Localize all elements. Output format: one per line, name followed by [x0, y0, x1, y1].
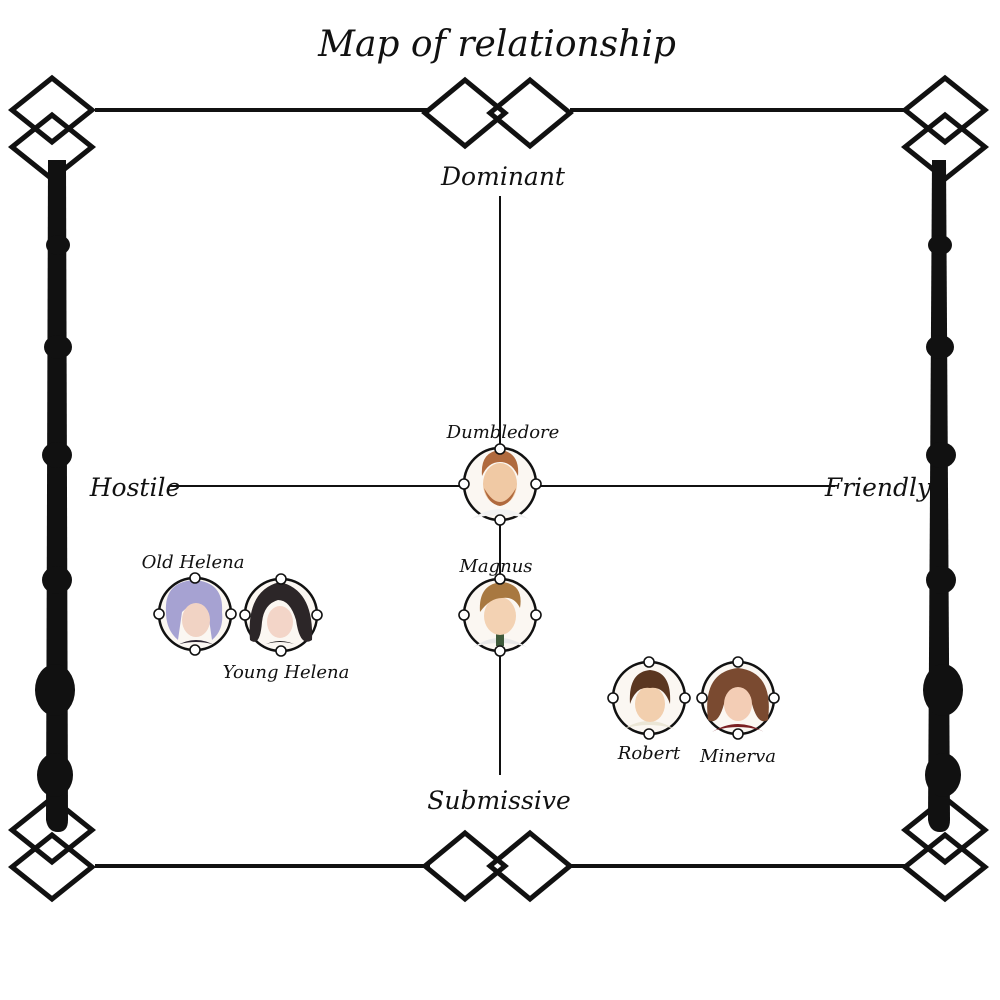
right-wand — [923, 160, 963, 832]
frame-rails — [95, 108, 905, 868]
ornament-diamond-bl-1 — [7, 794, 97, 866]
axis-label-hostile: Hostile — [89, 473, 181, 502]
map-title: Map of relationship — [317, 24, 676, 65]
ornament-diamond-bc-1 — [421, 829, 509, 903]
ornament-diamond-tc-1 — [421, 76, 509, 150]
label-old-helena: Old Helena — [142, 552, 245, 573]
ornament-diamond-bc-2 — [486, 829, 574, 903]
ornament-diamond-tr-1 — [900, 74, 990, 146]
ornament-diamond-tc-2 — [486, 76, 574, 150]
axis-label-dominant: Dominant — [440, 162, 566, 191]
character-magnus[interactable] — [458, 573, 542, 657]
label-minerva: Minerva — [699, 746, 776, 767]
character-dumbledore[interactable] — [458, 443, 542, 526]
left-wand — [35, 160, 75, 832]
character-robert[interactable] — [607, 656, 691, 740]
ornament-diamond-br-1 — [900, 794, 990, 866]
label-magnus: Magnus — [458, 556, 532, 577]
label-robert: Robert — [617, 743, 681, 764]
axis-label-friendly: Friendly — [824, 473, 932, 502]
character-old-helena[interactable] — [153, 572, 237, 656]
ornament-diamond-bl-2 — [7, 831, 97, 903]
ornament-diamond-br-2 — [900, 831, 990, 903]
ornament-diamond-tl-1 — [7, 74, 97, 146]
character-minerva[interactable] — [696, 656, 780, 740]
character-young-helena[interactable] — [239, 573, 323, 657]
axis-label-submissive: Submissive — [427, 786, 571, 815]
label-young-helena: Young Helena — [223, 662, 350, 683]
label-dumbledore: Dumbledore — [446, 422, 560, 443]
